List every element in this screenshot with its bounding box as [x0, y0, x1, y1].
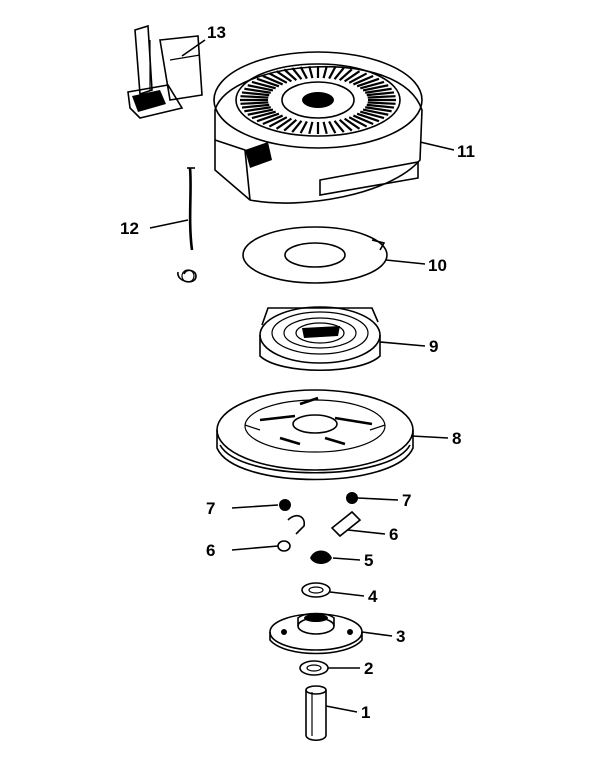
label-7-right: 7 [402, 491, 411, 510]
part-12-starter-rope [177, 167, 197, 283]
label-12: 12 [120, 219, 139, 238]
part-2-washer [299, 660, 329, 676]
part-3-hub [269, 612, 363, 655]
label-7-left: 7 [206, 499, 215, 518]
part-5-retainer [310, 550, 332, 564]
part-7-right-spring [346, 492, 358, 504]
part-9-recoil-spring [259, 306, 381, 372]
label-10: 10 [428, 256, 447, 275]
part-4-washer [301, 582, 331, 598]
label-3: 3 [396, 627, 405, 646]
label-8: 8 [452, 429, 461, 448]
label-9: 9 [429, 337, 438, 356]
part-10-cover-plate [242, 226, 388, 284]
label-1: 1 [361, 703, 370, 722]
part-7-left-spring [279, 499, 291, 511]
label-5: 5 [364, 551, 373, 570]
label-6-left: 6 [206, 541, 215, 560]
part-13-handle [127, 24, 203, 119]
label-11: 11 [457, 142, 475, 161]
part-8-pulley [216, 389, 414, 481]
leader-lines [149, 39, 455, 713]
part-6-right-pawl [330, 510, 362, 538]
part-1-shaft [305, 685, 327, 742]
label-2: 2 [364, 659, 373, 678]
part-6-left-pawl [277, 514, 306, 552]
label-4: 4 [368, 587, 378, 606]
label-13: 13 [207, 23, 226, 42]
part-11-starter-housing [213, 51, 423, 204]
label-6-right: 6 [389, 525, 398, 544]
